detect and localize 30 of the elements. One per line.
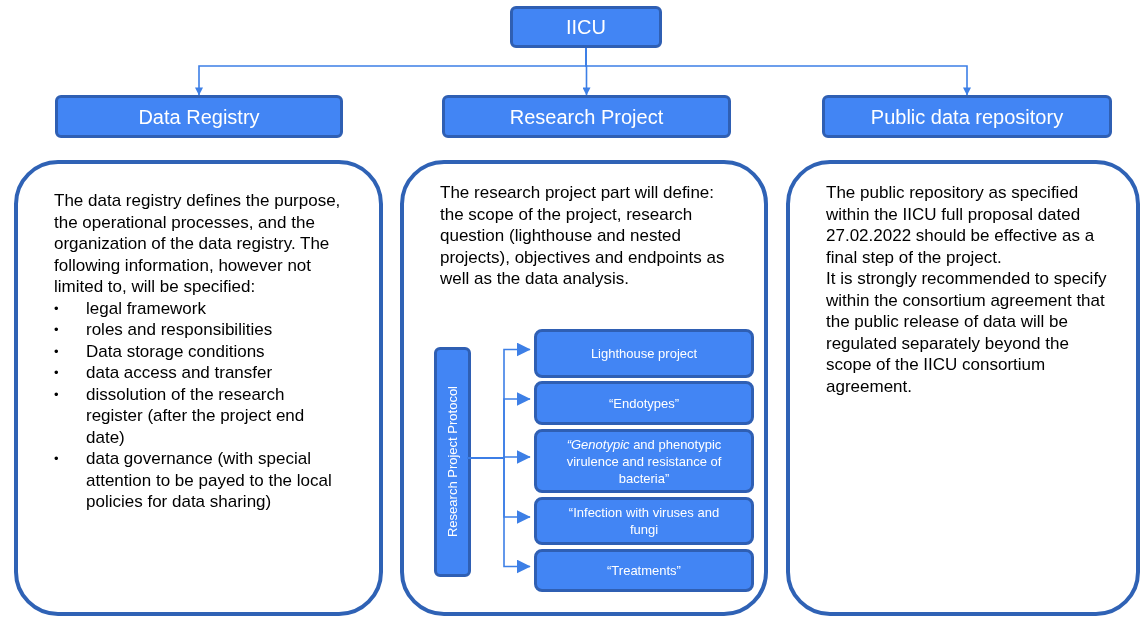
bullet: • xyxy=(54,364,60,382)
protocol-box: Research Project Protocol xyxy=(434,347,471,577)
bullet: • xyxy=(54,385,60,404)
bullet: • xyxy=(54,299,60,318)
bullet-item: dissolution of the research register (after the project end date) xyxy=(86,383,306,448)
bullet-item: roles and responsibilities xyxy=(86,319,273,341)
topic-box: “Treatments” xyxy=(534,549,754,592)
description-text: It is strongly recommended to specify within the consortium agreement that the public release of data will be regulated separately beyond the scope of the IICU consortium agreement. xyxy=(826,268,1108,397)
rounded-card xyxy=(786,160,1140,616)
title-box: Public data repository xyxy=(822,95,1112,138)
description-text: The research project part will define: the scope of the project, research question (lighthouse and nested projects), objectives and endpoints as well as the data analysis. xyxy=(440,182,726,290)
bullet-item: Data storage conditions xyxy=(86,340,265,362)
bullet-item: legal framework xyxy=(86,297,206,319)
topic-box: “Genotypic and phenotypic virulence and resistance of bacteria” xyxy=(534,429,754,493)
topic-box: “Endotypes” xyxy=(534,381,754,425)
description-text: The data registry defines the purpose, the operational processes, and the organization of the data registry. The following information, however not limited to, will be specified: xyxy=(54,190,342,298)
title-box: Data Registry xyxy=(55,95,343,138)
bullet: • xyxy=(54,321,60,339)
topic-box: “Infection with viruses and fungi xyxy=(534,497,754,545)
bullet: • xyxy=(54,450,60,468)
rounded-card xyxy=(400,160,768,616)
title-box: IICU xyxy=(510,6,662,48)
bullet-item: data governance (with special attention to be payed to the local policies for data sharing) xyxy=(86,448,333,513)
bullet-item: data access and transfer xyxy=(86,362,273,384)
bullet: • xyxy=(54,342,60,361)
description-text: The public repository as specified within the IICU full proposal dated 27.02.2022 should be effective as a final step of the project. xyxy=(826,182,1096,268)
title-box: Research Project xyxy=(442,95,731,138)
topic-box: Lighthouse project xyxy=(534,329,754,378)
rounded-card xyxy=(14,160,383,616)
connector-arrow xyxy=(585,47,971,96)
